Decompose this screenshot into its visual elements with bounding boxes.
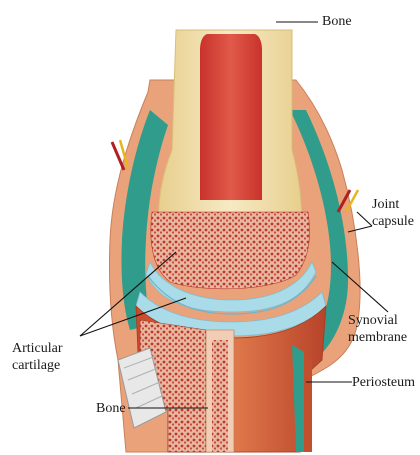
label-joint-capsule: Joint capsule [372, 196, 414, 230]
label-synovial-line2: membrane [348, 329, 407, 346]
leader-joint-capsule-a [357, 212, 372, 226]
label-synovial-line1: Synovial [348, 312, 407, 329]
label-bone-bottom: Bone [96, 400, 126, 417]
upper-bone-marrow [200, 34, 262, 200]
label-bone-top: Bone [322, 13, 352, 30]
label-synovial-membrane: Synovial membrane [348, 312, 407, 346]
upper-spongy-bone [151, 212, 310, 289]
label-joint-capsule-line1: Joint [372, 196, 414, 213]
label-periosteum: Periosteum [352, 374, 415, 391]
label-joint-capsule-line2: capsule [372, 213, 414, 230]
label-articular-line2: cartilage [12, 357, 63, 374]
label-articular-line1: Articular [12, 340, 63, 357]
label-articular-cartilage: Articular cartilage [12, 340, 63, 374]
lower-bone-cut-marrow [212, 340, 228, 452]
